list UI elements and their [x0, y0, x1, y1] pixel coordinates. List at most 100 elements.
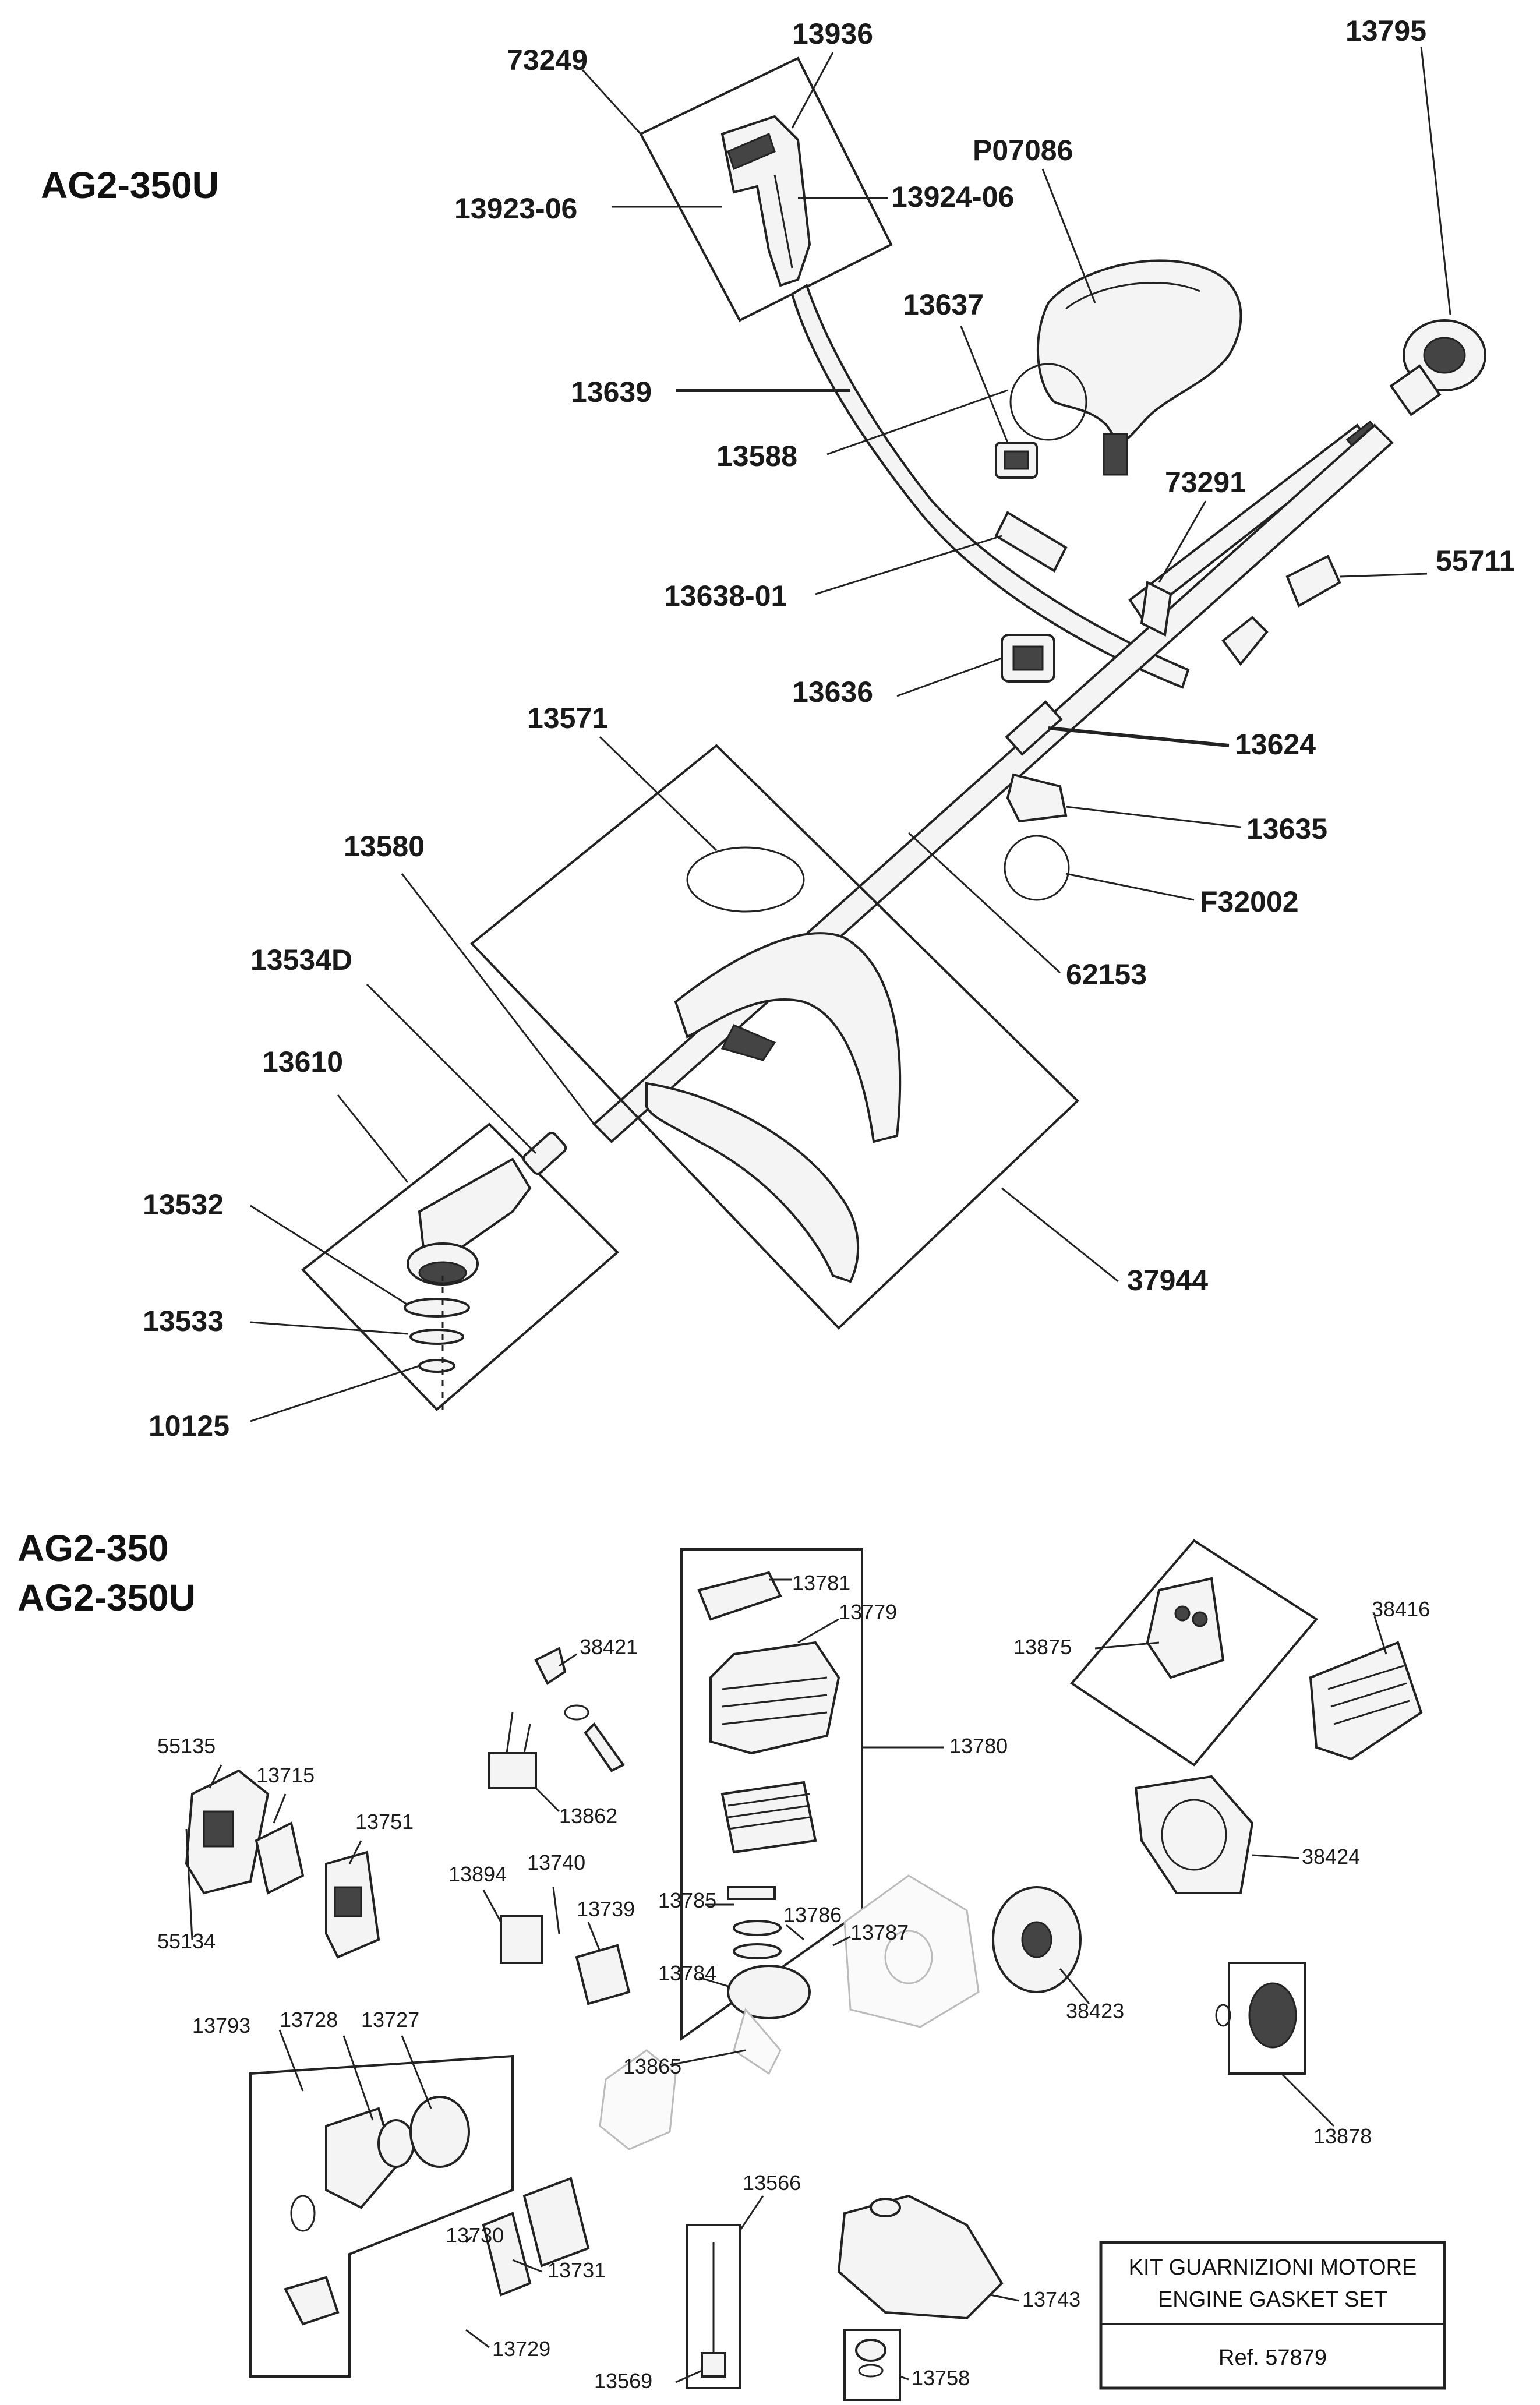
callout-13923-06: 13923-06: [454, 192, 577, 225]
kit-ref: Ref. 57879: [1218, 2346, 1327, 2370]
callout-55135: 55135: [157, 1734, 216, 1758]
carburetor-part: [325, 1850, 380, 1959]
lower-callout-labels: 13781 13779 38421 38416 13875 13780 5513…: [157, 1571, 1430, 2393]
grip-sleeve-part: [994, 511, 1068, 573]
callout-13533: 13533: [143, 1305, 224, 1337]
callout-13569: 13569: [594, 2369, 652, 2393]
upper-callout-labels: 73249 13936 13795 13923-06 13924-06 P070…: [143, 15, 1515, 1442]
callout-13588: 13588: [716, 440, 797, 472]
callout-13624: 13624: [1235, 728, 1316, 761]
callout-13566: 13566: [743, 2171, 801, 2195]
callout-13635: 13635: [1246, 813, 1327, 845]
callout-13639: 13639: [571, 376, 652, 408]
bumper-part: [1285, 555, 1341, 608]
recoil-starter-part: [284, 2096, 470, 2326]
shaft-coupler-part: [1005, 700, 1063, 756]
callout-13731: 13731: [548, 2258, 606, 2282]
handlebar-tube-part: [790, 284, 1190, 689]
bearing-part: [522, 1132, 567, 1175]
callout-13862: 13862: [559, 1804, 617, 1828]
strap-ring-part: [1140, 580, 1172, 637]
callout-13786: 13786: [783, 1903, 842, 1927]
lower-model-title-1: AG2-350: [17, 1527, 169, 1569]
handle-kit-frame: [639, 56, 893, 322]
upper-model-title: AG2-350U: [41, 164, 219, 206]
fuel-cap-part: [855, 2339, 886, 2378]
callout-13638-01: 13638-01: [664, 580, 787, 612]
callout-13784: 13784: [658, 1961, 716, 1985]
washer-13533: [409, 1329, 464, 1345]
fan-cover-part: [1134, 1775, 1254, 1894]
lower-leader-lines: [185, 1578, 1387, 2383]
callout-13743: 13743: [1022, 2287, 1080, 2311]
nut-10125: [418, 1359, 455, 1373]
fuel-cap-frame: [843, 2329, 901, 2401]
callout-73291: 73291: [1165, 466, 1246, 499]
callout-13532: 13532: [143, 1188, 224, 1221]
clamp-screws-circle: [1009, 363, 1087, 441]
callout-13610: 13610: [262, 1046, 343, 1078]
handle-clamp-part: [995, 442, 1038, 479]
callout-55134: 55134: [157, 1929, 216, 1953]
callout-13751: 13751: [355, 1810, 414, 1834]
callout-13795: 13795: [1345, 15, 1426, 47]
shaft-clamp-part: [1001, 634, 1055, 683]
guard-bracket-ellipse: [686, 846, 805, 913]
callout-38416: 38416: [1372, 1597, 1430, 1621]
callout-73249: 73249: [507, 44, 588, 76]
callout-38424: 38424: [1302, 1845, 1360, 1869]
flywheel-part: [992, 1886, 1082, 1993]
callout-10125: 10125: [149, 1410, 229, 1442]
callout-13739: 13739: [577, 1897, 635, 1921]
lower-model-title-2: AG2-350U: [17, 1577, 196, 1619]
callout-13787: 13787: [850, 1920, 909, 1944]
air-filter-housing-part: [185, 1769, 270, 1895]
hanger-plate-circle: [1004, 835, 1070, 901]
kit-title-en: ENGINE GASKET SET: [1158, 2287, 1387, 2312]
callout-38423: 38423: [1066, 1999, 1124, 2023]
ignition-coil-part: [488, 1647, 625, 1789]
callout-62153: 62153: [1066, 958, 1147, 991]
fuel-tank-part: [837, 2194, 1004, 2320]
throttle-handle-part: [720, 115, 811, 287]
callout-38421: 38421: [580, 1635, 638, 1659]
kit-title-it: KIT GUARNIZIONI MOTORE: [1129, 2255, 1417, 2280]
callout-13758: 13758: [912, 2366, 970, 2390]
muffler-cover-part: [1146, 1577, 1225, 1679]
callout-P07086: P07086: [973, 134, 1073, 167]
gear-head-kit-frame: [301, 1122, 619, 1411]
gear-head-part: [407, 1157, 532, 1286]
callout-13779: 13779: [839, 1600, 897, 1624]
callout-13924-06: 13924-06: [891, 181, 1014, 213]
callout-13878: 13878: [1313, 2124, 1372, 2148]
callout-37944: 37944: [1127, 1264, 1208, 1297]
callout-13875: 13875: [1013, 1635, 1072, 1659]
fuel-filter-frame: [686, 2224, 741, 2389]
callout-13727: 13727: [361, 2008, 419, 2032]
harness-buckle-part: [1103, 433, 1128, 476]
harness-strap-part: [1036, 259, 1242, 444]
guard-kit-frame: [470, 744, 1079, 1330]
callout-13781: 13781: [792, 1571, 850, 1595]
callout-13793: 13793: [192, 2014, 250, 2037]
callout-13865: 13865: [623, 2054, 681, 2078]
gasket-kit-box: KIT GUARNIZIONI MOTORE ENGINE GASKET SET…: [1099, 2241, 1446, 2390]
callout-13715: 13715: [256, 1763, 315, 1787]
recoil-starter-frame: [249, 2054, 514, 2378]
intake-part: [500, 1915, 631, 2005]
air-filter-element-part: [255, 1821, 305, 1895]
callout-13571: 13571: [527, 702, 608, 734]
callout-13636: 13636: [792, 676, 873, 708]
handle-end-cap-part: [1221, 616, 1269, 666]
callout-F32002: F32002: [1200, 885, 1299, 918]
gasket-part: [522, 2177, 590, 2268]
callout-13580: 13580: [344, 830, 425, 863]
muffler-part: [1309, 1641, 1423, 1761]
callout-13894: 13894: [448, 1862, 507, 1886]
main-drive-shaft-part: [592, 423, 1394, 1143]
upper-leader-lines: [250, 46, 1451, 1422]
spark-plug-cap-part: [482, 2212, 532, 2297]
callout-13730: 13730: [446, 2223, 504, 2247]
cylinder-assembly-part: [697, 1571, 840, 2019]
